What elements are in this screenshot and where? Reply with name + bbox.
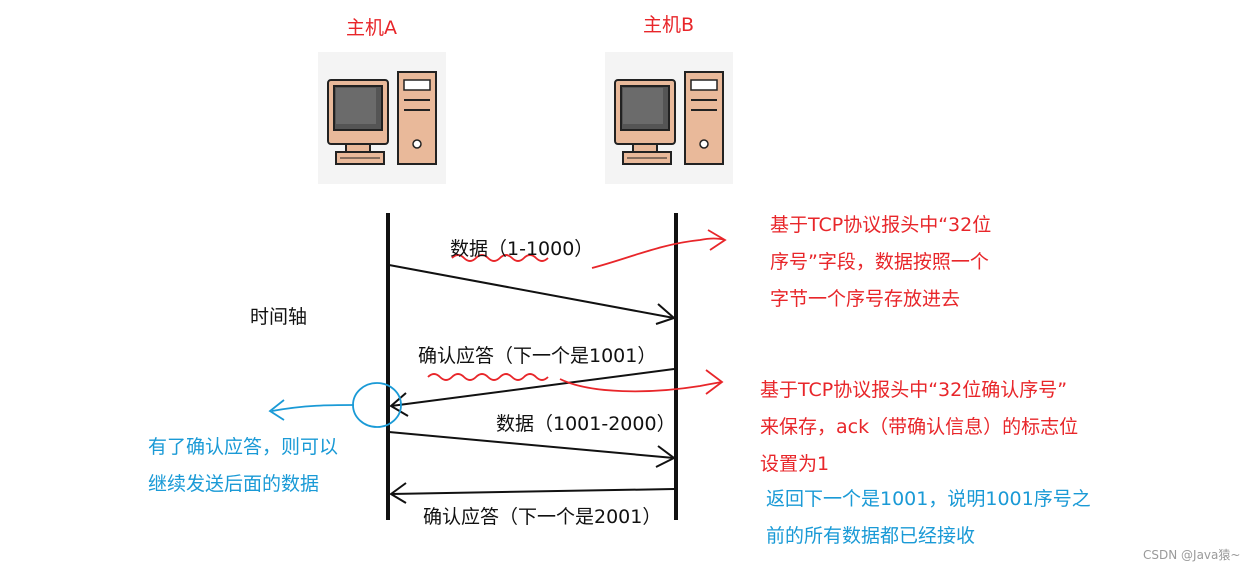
computer-icon — [318, 52, 446, 184]
note-line: 前的所有数据都已经接收 — [766, 525, 976, 547]
message-label: 数据（1-1000） — [450, 238, 594, 260]
continue-note: 有了确认应答，则可以 继续发送后面的数据 — [148, 429, 338, 503]
note-line: 来保存，ack（带确认信息）的标志位 — [760, 416, 1079, 438]
seq-number-note: 基于TCP协议报头中“32位 序号”字段，数据按照一个 字节一个序号存放进去 — [770, 207, 991, 318]
message-label: 数据（1001-2000） — [496, 413, 676, 435]
note-line: 基于TCP协议报头中“32位确认序号” — [760, 379, 1068, 401]
watermark: CSDN @Java猿~ — [1143, 548, 1241, 562]
arrow-ack-2001 — [389, 482, 675, 504]
arrow-data-1001-2000 — [388, 431, 676, 468]
seq-annotation-arrow — [451, 229, 727, 269]
ack-number-note: 基于TCP协议报头中“32位确认序号” 来保存，ack（带确认信息）的标志位 设… — [760, 372, 1078, 483]
continue-annotation-arrow — [268, 382, 402, 428]
note-line: 基于TCP协议报头中“32位 — [770, 214, 992, 236]
host-a-label: 主机A — [346, 17, 397, 39]
note-line: 返回下一个是1001，说明1001序号之 — [766, 488, 1091, 510]
computer-icon — [605, 52, 733, 184]
arrow-ack-1001 — [389, 368, 675, 417]
note-line: 序号”字段，数据按照一个 — [770, 251, 989, 273]
note-line: 设置为1 — [760, 453, 830, 475]
note-line: 继续发送后面的数据 — [148, 473, 320, 495]
arrow-data-1-1000 — [388, 264, 676, 325]
message-label: 确认应答（下一个是1001） — [418, 345, 657, 367]
ack-annotation-arrow — [427, 369, 724, 395]
note-line: 字节一个序号存放进去 — [770, 288, 961, 310]
note-line: 有了确认应答，则可以 — [148, 436, 339, 458]
host-b-label: 主机B — [643, 14, 695, 36]
ack-meaning-note: 返回下一个是1001，说明1001序号之 前的所有数据都已经接收 — [766, 481, 1091, 555]
message-label: 确认应答（下一个是2001） — [423, 506, 662, 528]
timeline-label: 时间轴 — [250, 306, 308, 328]
